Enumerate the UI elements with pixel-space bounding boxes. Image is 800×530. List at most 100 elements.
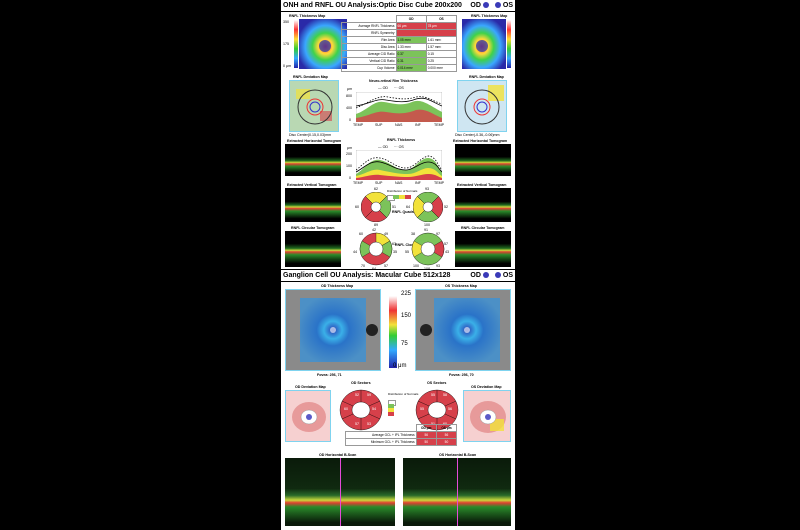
nrr-legend-os: ··· OS <box>394 86 404 90</box>
gcl-color-scale <box>389 296 397 368</box>
rnfl-unit: μm <box>347 146 353 150</box>
nrr-legend-os-text: OS <box>398 86 404 90</box>
eye-selector: OD OS <box>470 0 513 11</box>
os-gcl-deviation-label: OS Deviation Map <box>471 385 502 389</box>
gcl-table-row: Average GCL + IPL Thickness 56 56 <box>345 431 458 439</box>
gcl-os-eye-icon <box>494 272 501 279</box>
os-clock-11: 38 <box>411 232 415 236</box>
onh-row-os: 78 μm <box>425 22 458 30</box>
nrr-x-nas: NAS <box>395 123 403 127</box>
os-quad-temp: 64 <box>406 205 410 209</box>
nrr-x-temp2: TEMP <box>434 123 444 127</box>
nrr-chart-title: Neuro-retinal Rim Thickness <box>369 79 418 83</box>
gcl-thickness-table: OD μm OS μm Average GCL + IPL Thickness … <box>345 424 458 446</box>
nrr-legend-od: — OD <box>378 86 388 90</box>
nrr-y-tick: 400 <box>346 106 352 110</box>
onh-row-os: 0.000 mm³ <box>425 64 458 72</box>
od-clock-7: 70 <box>361 264 365 268</box>
section-divider <box>281 269 515 270</box>
rnfl-x-temp2: TEMP <box>434 181 444 185</box>
onh-table-row: Cup Volume 0.014 mm³ 0.000 mm³ <box>341 64 458 72</box>
od-rnfl-thickness-map <box>299 19 347 69</box>
od-sector-val: 53 <box>367 422 371 426</box>
od-sector-val: 59 <box>367 393 371 397</box>
os-horizontal-bscan <box>403 458 511 526</box>
od-sector-val: 57 <box>355 422 359 426</box>
nrr-x-sup: SUP <box>375 123 383 127</box>
od-gcl-deviation-graphic <box>286 391 330 441</box>
rnfl-chart <box>356 150 442 180</box>
os-gcl-thickness-map-label: OS Thickness Map <box>445 284 477 288</box>
od-v-tomogram-label: Extracted Vertical Tomogram <box>287 183 337 187</box>
legend-swatch-yellow <box>399 195 405 199</box>
os-bscan-label: OS Horizontal B-Scan <box>439 453 477 457</box>
os-v-tomogram-label: Extracted Vertical Tomogram <box>457 183 507 187</box>
od-quad-inf: 89 <box>374 223 378 227</box>
os-sector-val: 56 <box>448 407 452 411</box>
rnfl-x-inf: INF <box>415 181 421 185</box>
od-clock-12: 42 <box>372 228 376 232</box>
os-quad-sup: 93 <box>425 187 429 191</box>
onh-row-os: 1.61 mm² <box>425 36 458 44</box>
os-sector-val: 58 <box>443 393 447 397</box>
gcl-legend-green <box>388 404 394 408</box>
os-v-tomogram <box>455 188 511 222</box>
onh-table-hdr-os: OS <box>425 15 458 23</box>
os-label: OS <box>502 2 513 9</box>
gcl-row-os: 50 <box>435 438 458 446</box>
os-sector-val: 55 <box>420 407 424 411</box>
rnfl-x-sup: SUP <box>375 181 383 185</box>
os-rnfl-deviation-map <box>457 80 507 132</box>
onh-row-od: 66 μm <box>395 22 427 30</box>
nrr-y-tick: 0 <box>349 118 351 122</box>
od-scale-top: 350 <box>283 20 289 24</box>
os-sector-val: 55 <box>431 393 435 397</box>
od-scale-mid: 175 <box>283 42 289 46</box>
onh-row-label: Average RNFL Thickness <box>341 22 397 30</box>
rnfl-clock-hours-label: RNFL Clock Hours <box>395 243 427 247</box>
od-clock-2: 63 <box>392 242 396 246</box>
rnfl-chart-title: RNFL Thickness <box>387 138 416 142</box>
os-gcl-deviation-graphic <box>464 391 510 441</box>
os-quad-inf: 100 <box>424 223 430 227</box>
gcl-scale-0: 0 μm <box>393 363 407 369</box>
od-eye-icon <box>482 2 489 9</box>
gcl-scale-75: 75 <box>401 341 408 347</box>
onh-table-row: Rim Area 1.05 mm² 1.61 mm² <box>341 36 458 44</box>
os-clock-5: 93 <box>436 264 440 268</box>
gcl-row-od: 50 <box>415 438 437 446</box>
nrr-x-temp: TEMP <box>353 123 363 127</box>
od-gcl-deviation-map <box>285 390 331 442</box>
gcl-title: Ganglion Cell OU Analysis: Macular Cube … <box>283 272 451 279</box>
onh-row-os: 1.57 mm² <box>425 43 458 51</box>
onh-row-label: Average C/D Ratio <box>341 50 397 58</box>
od-sector-val: 54 <box>372 407 376 411</box>
os-sectors-chart <box>415 389 459 431</box>
od-sector-val: 60 <box>344 407 348 411</box>
os-clock-3: 43 <box>445 250 449 254</box>
os-clock-7: 100 <box>413 264 419 268</box>
onh-row-label: RNFL Symmetry <box>341 29 397 37</box>
quadrant-legend-text: Distribution of Normals <box>387 189 418 193</box>
os-clock-12: 91 <box>424 228 428 232</box>
rnfl-x-temp: TEMP <box>353 181 363 185</box>
od-label: OD <box>470 2 481 9</box>
onh-table-row: Average C/D Ratio 0.37 0.15 <box>341 50 458 58</box>
gcl-legend: Distribution of Normals <box>388 392 418 418</box>
onh-table-hdr-od: OD <box>395 15 427 23</box>
os-color-scale <box>507 20 511 68</box>
od-clock-hours-chart <box>359 232 393 266</box>
od-sector-val: 52 <box>355 393 359 397</box>
nrr-legend-od-text: OD <box>382 86 388 90</box>
od-c-tomogram-label: RNFL Circular Tomogram <box>291 226 335 230</box>
gcl-scale-225: 225 <box>401 291 412 297</box>
os-rnfl-thickness-map-label: RNFL Thickness Map <box>471 14 508 18</box>
legend-swatch-red <box>405 195 411 199</box>
os-bscan-cursor <box>457 458 458 526</box>
od-fovea: Fovea: 256, 71 <box>317 373 342 377</box>
gcl-legend-yellow <box>388 408 394 412</box>
os-clock-2: 57 <box>444 242 448 246</box>
os-quad-nas: 52 <box>444 205 448 209</box>
od-deviation-graphic <box>290 81 338 131</box>
os-sectors-label: OS Sectors <box>427 381 447 385</box>
